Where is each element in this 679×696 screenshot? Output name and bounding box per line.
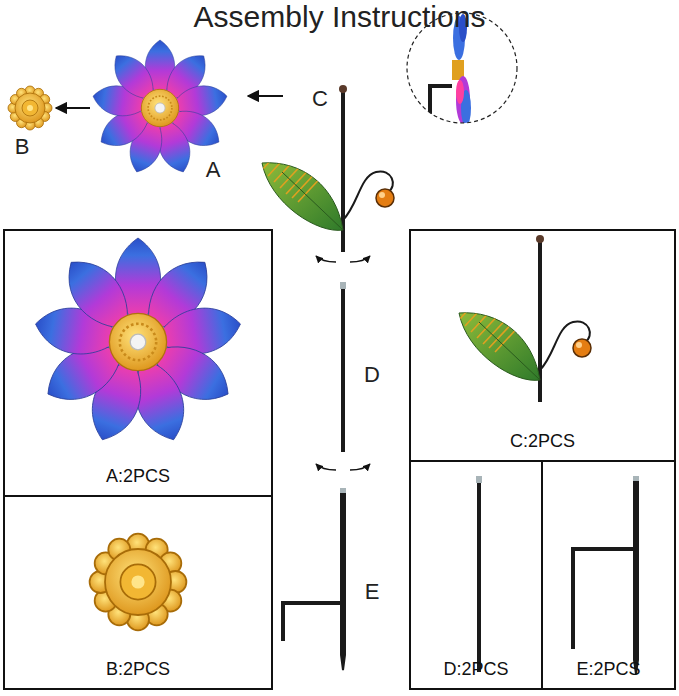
part-letter: D <box>364 363 380 387</box>
part-letter: A <box>206 158 221 182</box>
part-count-cell: C:2PCS <box>409 229 676 462</box>
part-count-cell: B:2PCS <box>3 495 273 690</box>
part-count: A:2PCS <box>106 465 170 487</box>
part-letter: E <box>365 580 380 604</box>
part-count: E:2PCS <box>576 658 640 680</box>
part-count: B:2PCS <box>106 658 170 680</box>
part-count: C:2PCS <box>510 430 575 452</box>
part-count: D:2PCS <box>443 658 508 680</box>
part-letter: C <box>312 87 328 111</box>
diagram-title: Assembly Instructions <box>0 0 679 34</box>
part-count-cell: A:2PCS <box>3 229 273 497</box>
part-count-cell: E:2PCS <box>541 460 676 690</box>
part-count-cell: D:2PCS <box>409 460 543 690</box>
part-letter: B <box>15 135 30 159</box>
